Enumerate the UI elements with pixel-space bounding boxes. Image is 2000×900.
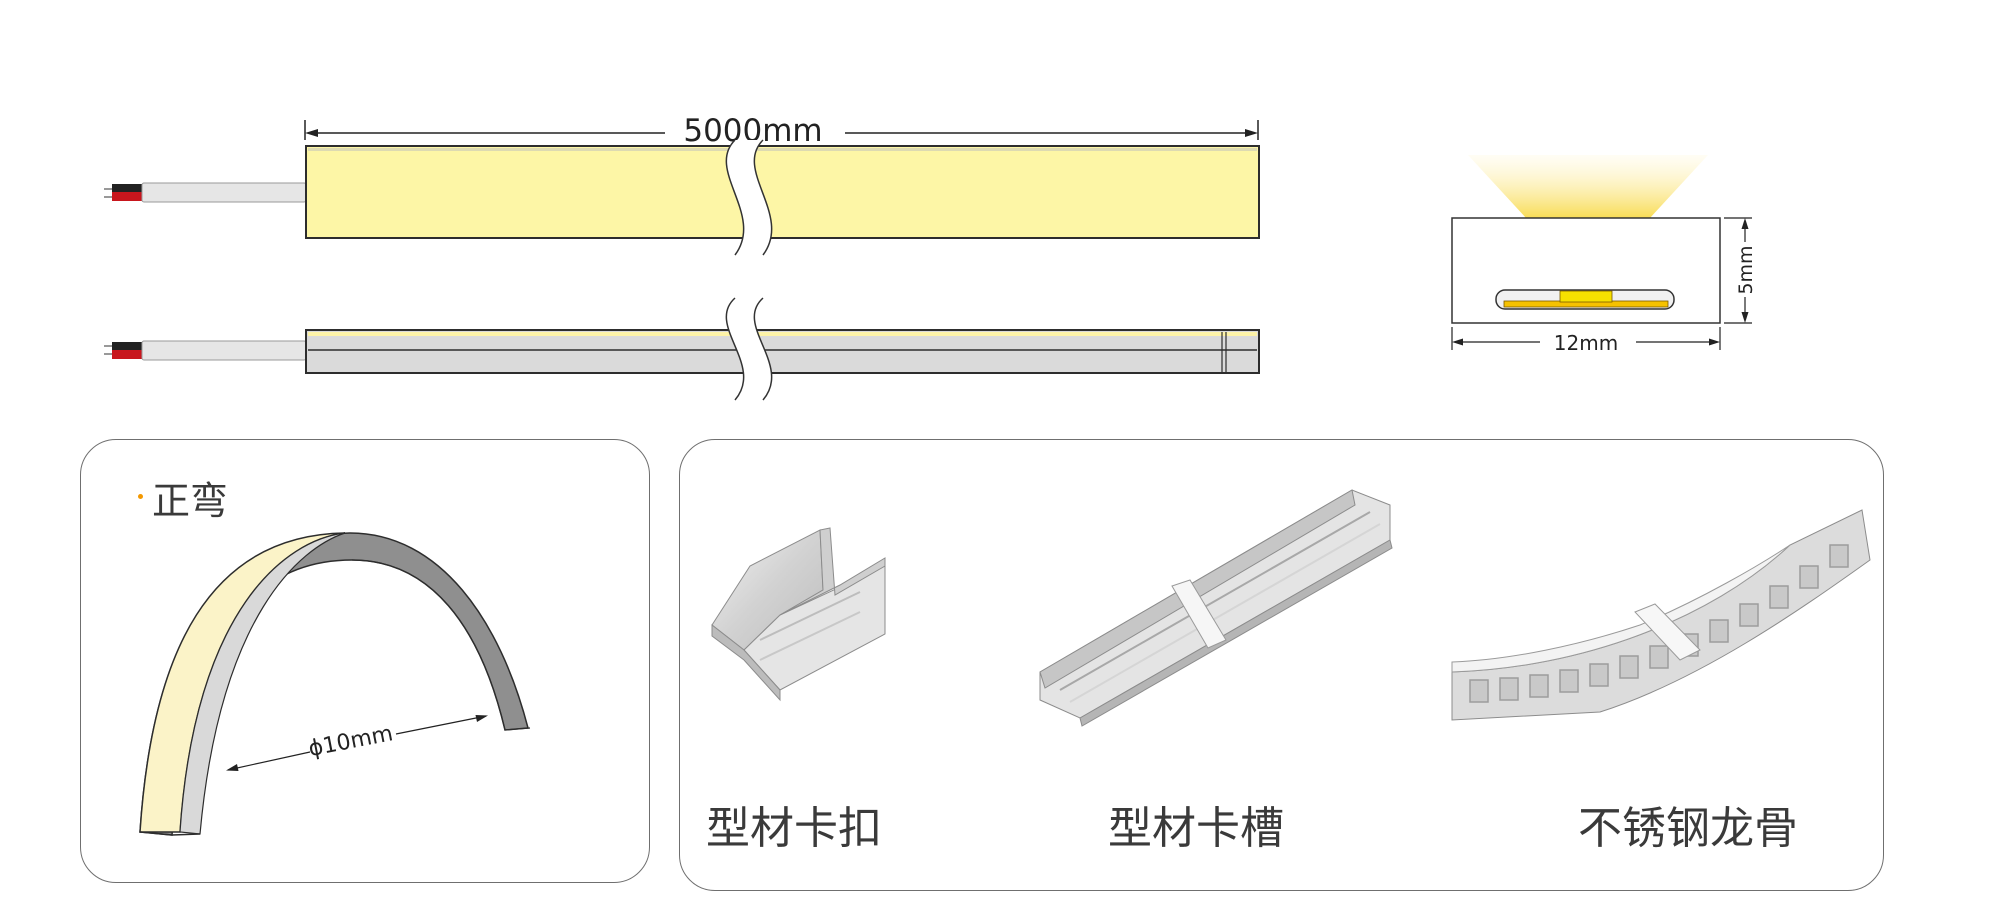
accessory-label-clip: 型材卡扣 [706, 803, 882, 854]
cross-section: 12mm 5mm [1451, 155, 1757, 355]
bullet-dot [138, 494, 143, 499]
height-dimension [1724, 217, 1752, 324]
accessory-label-keel: 不锈钢龙骨 [1578, 803, 1798, 854]
wire-front [104, 182, 307, 203]
light-beam [1468, 155, 1708, 218]
length-dimension [304, 120, 1259, 140]
strip-side-body [305, 329, 1260, 374]
height-label: 5mm [1735, 245, 1757, 294]
accessory-label-channel: 型材卡槽 [1108, 803, 1284, 854]
strip-front-view: 5000mm [104, 113, 1260, 256]
wire-side [104, 340, 307, 361]
strip-side-view [104, 297, 1260, 401]
bend-title: 正弯 [152, 479, 229, 523]
strip-front-body [305, 145, 1260, 239]
break-mark-front [725, 139, 773, 256]
width-label: 12mm [1554, 331, 1618, 355]
led-chip [1559, 290, 1613, 303]
break-mark-side [725, 297, 773, 401]
width-dimension [1451, 327, 1721, 350]
